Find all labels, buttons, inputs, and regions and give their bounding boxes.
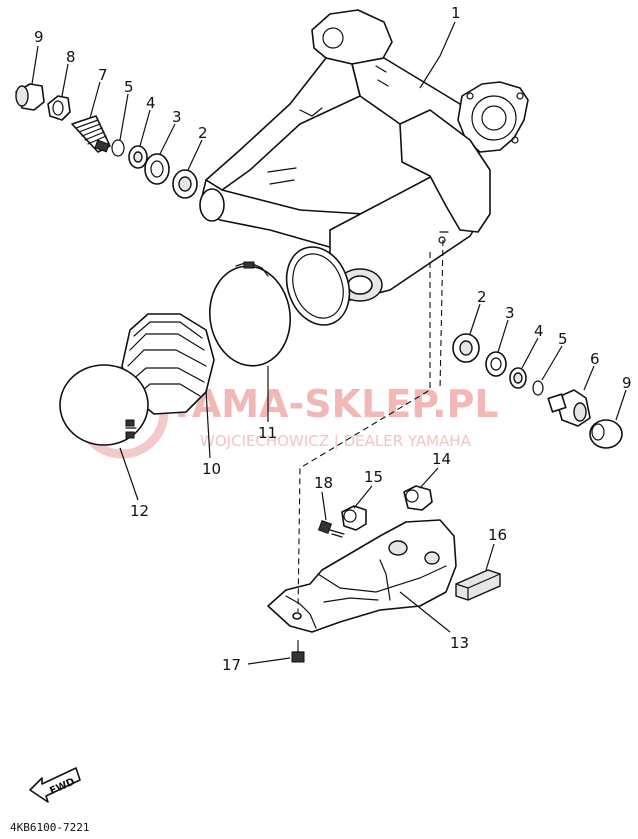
swingarm-part-1 xyxy=(199,9,529,302)
watermark: YAMA-SKLEP.PL WOJCIECHOWICZ | DEALER YAM… xyxy=(75,365,499,459)
bearing-part-2a xyxy=(172,169,198,199)
bolt-part-18 xyxy=(317,519,345,538)
callout-17: 17 xyxy=(222,656,241,674)
skid-plate-part-13 xyxy=(267,519,457,633)
callout-5-left: 5 xyxy=(124,78,134,96)
callout-10: 10 xyxy=(202,460,221,478)
callout-4-right: 4 xyxy=(534,322,544,340)
rubber-block-part-16 xyxy=(455,569,501,601)
bearing-part-2b xyxy=(452,333,480,363)
right-pivot-parts xyxy=(452,333,623,449)
damper-part-15 xyxy=(341,505,367,531)
callout-2-left: 2 xyxy=(198,124,208,142)
circlip-part-5 xyxy=(111,139,125,157)
callout-1: 1 xyxy=(451,4,461,22)
callout-18: 18 xyxy=(314,474,333,492)
bearing-part-3b xyxy=(485,351,507,377)
clamp-part-12 xyxy=(59,364,149,446)
seal-ring xyxy=(285,246,351,326)
callout-labels: 1 9 8 7 5 4 3 2 2 3 4 5 6 9 11 10 12 18 … xyxy=(34,4,632,674)
part-code: 4KB6100-7221 xyxy=(10,821,89,834)
clamp-band-part-11 xyxy=(208,261,292,367)
callout-6: 6 xyxy=(590,350,600,368)
callout-13: 13 xyxy=(450,634,469,652)
callout-15: 15 xyxy=(364,468,383,486)
callout-14: 14 xyxy=(432,450,451,468)
oil-seal-part-4b xyxy=(509,367,527,389)
assembly-lines xyxy=(297,239,444,650)
callout-9-right: 9 xyxy=(622,374,632,392)
callout-8: 8 xyxy=(66,48,76,66)
callout-2-right: 2 xyxy=(477,288,487,306)
callout-9-left: 9 xyxy=(34,28,44,46)
leader-lines xyxy=(31,21,627,665)
callout-16: 16 xyxy=(488,526,507,544)
callout-4-left: 4 xyxy=(146,94,156,112)
watermark-subtitle: WOJCIECHOWICZ | DEALER YAMAHA xyxy=(200,432,472,450)
damper-part-14 xyxy=(403,485,433,511)
circlip-part-5b xyxy=(532,380,544,396)
bolt-part-17 xyxy=(291,645,305,663)
fwd-arrow-icon: FWD xyxy=(29,767,81,803)
oil-seal-part-4 xyxy=(128,145,148,169)
watermark-brand: YAMA-SKLEP.PL xyxy=(167,382,499,426)
pivot-shaft-part-6 xyxy=(547,389,591,427)
nut-part-8 xyxy=(47,95,71,121)
left-pivot-parts xyxy=(15,83,198,199)
bearing-part-3 xyxy=(144,153,170,185)
bolt-part-7 xyxy=(71,115,111,153)
cap-part-9b xyxy=(589,419,623,449)
callout-3-left: 3 xyxy=(172,108,182,126)
callout-12: 12 xyxy=(130,502,149,520)
callout-11: 11 xyxy=(258,424,277,442)
callout-5-right: 5 xyxy=(558,330,568,348)
callout-3-right: 3 xyxy=(505,304,515,322)
callout-7: 7 xyxy=(98,66,108,84)
